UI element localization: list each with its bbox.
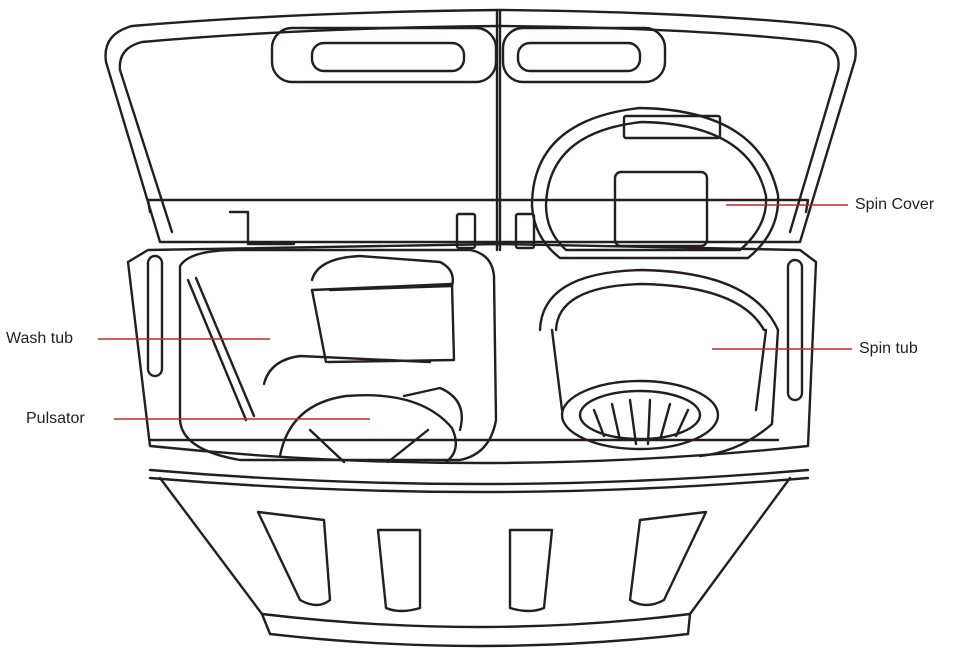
pulsator-label: Pulsator bbox=[26, 410, 85, 427]
lid bbox=[104, 8, 857, 252]
body-rim bbox=[126, 242, 818, 494]
spin-cover-shape bbox=[530, 106, 780, 260]
wash-tub-shape bbox=[178, 248, 498, 462]
wash-tub-label: Wash tub bbox=[6, 330, 73, 347]
hinges bbox=[228, 210, 536, 250]
spin-tub-label: Spin tub bbox=[859, 340, 918, 357]
lid-handle bbox=[270, 26, 667, 84]
pulsator-shape bbox=[278, 386, 463, 464]
lower-body bbox=[158, 476, 792, 648]
leader-lines bbox=[98, 204, 852, 420]
spin-cover-label: Spin Cover bbox=[855, 196, 935, 213]
spin-tub-shape bbox=[538, 268, 780, 458]
